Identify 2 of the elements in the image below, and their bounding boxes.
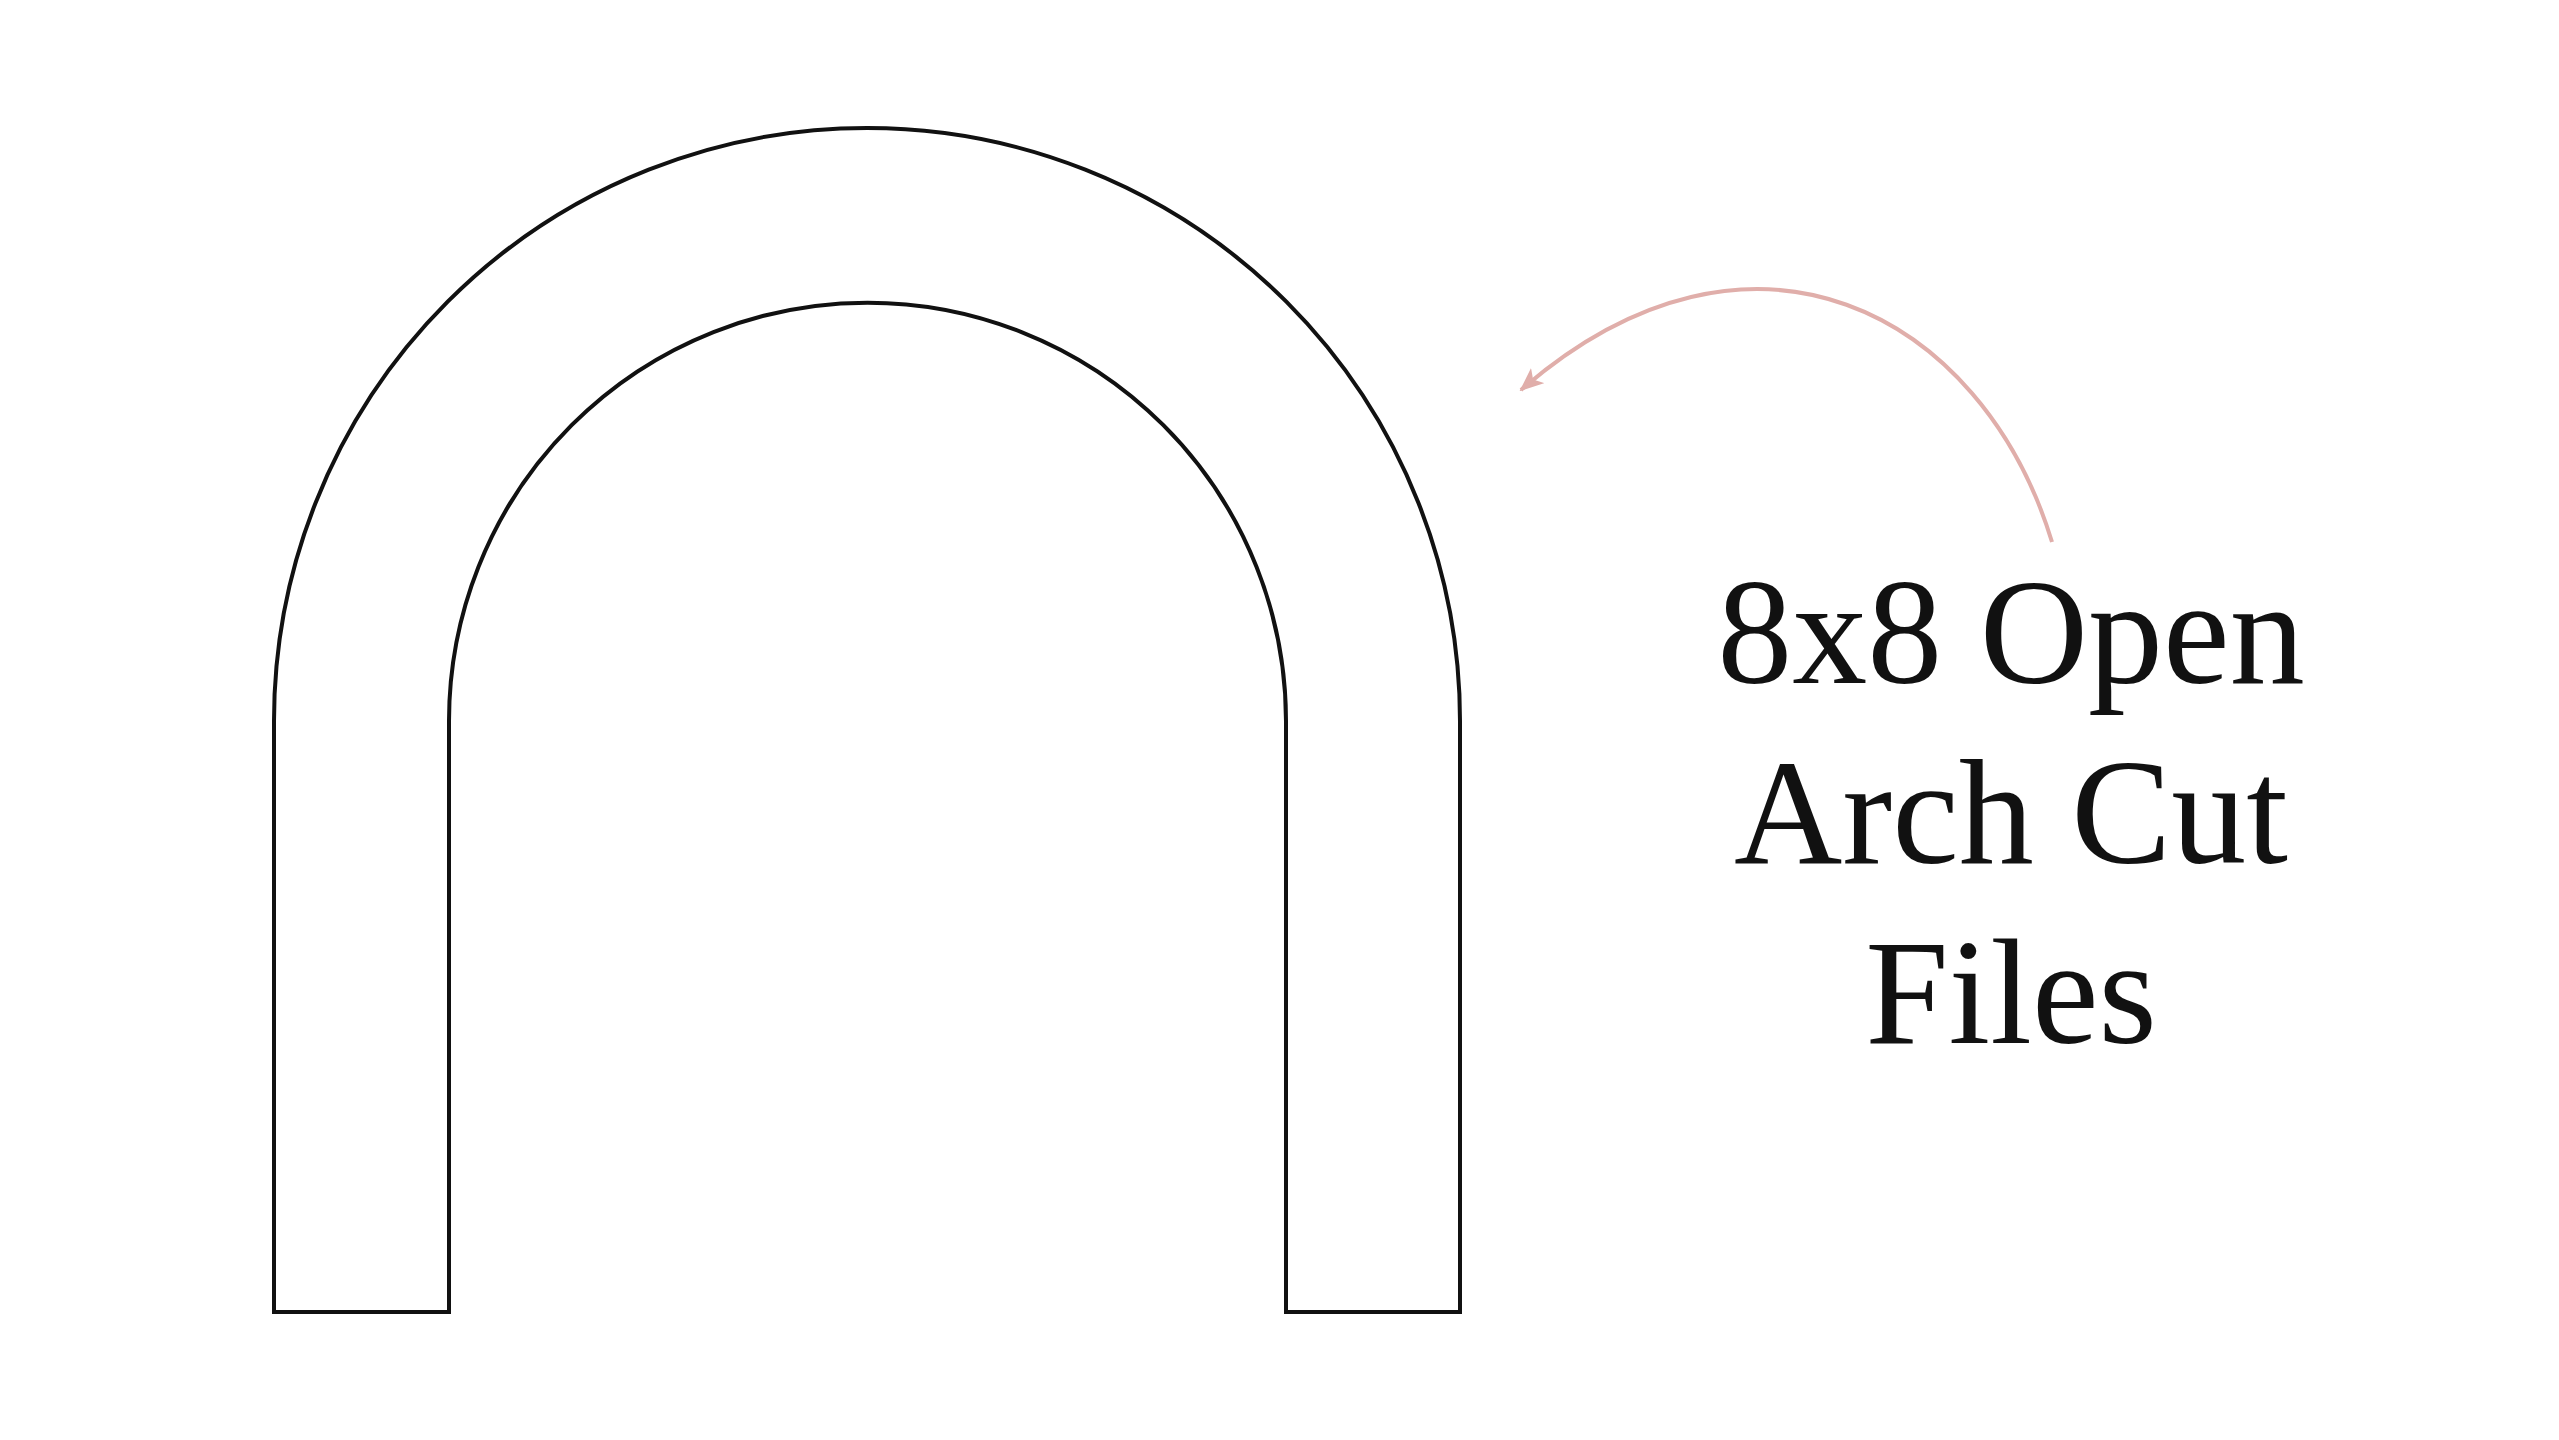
title-text: 8x8 Open Arch Cut Files xyxy=(1716,548,2306,1077)
curved-arrow xyxy=(1519,287,2054,543)
